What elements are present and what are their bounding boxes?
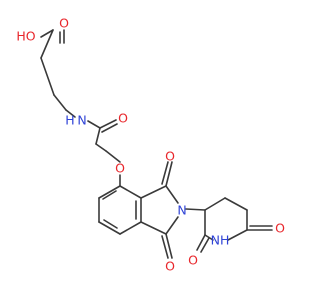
piperidine-left-oxygen-label: O: [188, 253, 198, 268]
amide-nitrogen-label: N: [77, 113, 86, 128]
bond-c5-o-double-a: [99, 119, 117, 129]
bond-c5-c6: [95, 127, 101, 145]
ring-pip-1: [204, 197, 226, 211]
bond-c9-n: [165, 216, 179, 235]
bond-ar-c8: [140, 185, 167, 199]
ring-ar-double-2: [103, 219, 118, 229]
hydroxyl-label: HO: [16, 29, 35, 44]
piperidine-nh-label: NH: [211, 233, 230, 248]
ring-pip-4: [227, 229, 248, 241]
ether-oxygen-label: O: [115, 161, 125, 176]
imide-bottom-oxygen-label: O: [165, 259, 175, 274]
acid-oxygen-label: O: [59, 16, 69, 31]
piperidine-right-oxygen-label: O: [275, 221, 285, 236]
molecule-structure: HO O N H O O O O N O O NH: [16, 16, 285, 274]
amide-oxygen-label: O: [118, 111, 128, 126]
bond-c5-o-double-b: [101, 123, 118, 133]
ring-ar-6: [119, 185, 142, 199]
bond-c8-o-b: [161, 161, 169, 185]
bond-c4-n: [65, 109, 76, 118]
ring-ar-3: [98, 221, 121, 235]
ring-pip-2: [224, 197, 248, 211]
bond-pip-o-left-a: [196, 234, 206, 251]
bond-c9-o-b: [161, 235, 169, 259]
bond-ar-c9: [140, 221, 167, 235]
ring-ar-1: [98, 185, 121, 199]
bond-c8-o-a: [165, 161, 173, 187]
bond-c9-o-a: [165, 233, 173, 259]
bond-pip-o-left-b: [200, 237, 210, 253]
bond-n-c10: [185, 208, 206, 211]
ring-ar-4: [119, 221, 142, 235]
bond-network: [40, 29, 273, 259]
bond-n-c5: [87, 120, 101, 129]
imide-nitrogen-label: N: [177, 203, 186, 218]
bond-c6-c7: [95, 143, 107, 152]
bond-c8-n: [165, 185, 179, 204]
bond-c3-c4: [53, 94, 67, 111]
bond-c7-o-ether: [105, 150, 121, 163]
ring-ar-double-1: [102, 190, 117, 200]
bond-c1-c2: [40, 29, 54, 59]
bond-c2-c3: [40, 57, 55, 96]
amide-hydrogen-label: H: [65, 113, 74, 128]
bond-c1-oh: [40, 29, 54, 38]
atom-labels: HO O N H O O O O N O O NH: [16, 16, 285, 274]
imide-top-oxygen-label: O: [165, 149, 175, 164]
